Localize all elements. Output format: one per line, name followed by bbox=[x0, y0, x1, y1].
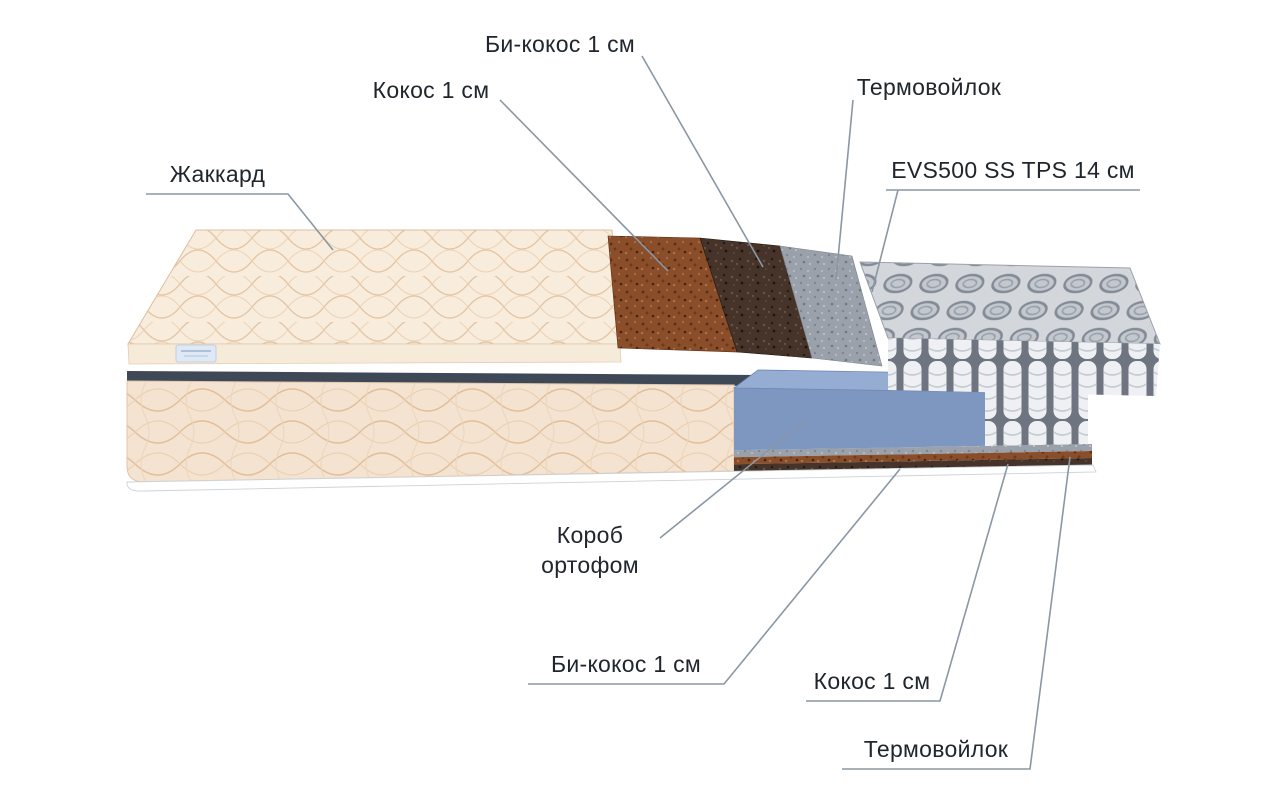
label-bi-coconut-bottom: Би-кокос 1 см bbox=[550, 651, 702, 677]
leader-bi-coconut-bottom bbox=[528, 468, 901, 685]
label-coconut-bottom: Кокос 1 см bbox=[813, 668, 931, 694]
quilt-cover-top bbox=[127, 229, 621, 345]
base-felt-strip bbox=[734, 444, 1092, 458]
base-coconut-strip bbox=[734, 451, 1092, 465]
leader-springs bbox=[871, 189, 1140, 293]
foam-box-front bbox=[734, 388, 985, 451]
upper-layer-stack bbox=[127, 229, 1161, 396]
leader-thermo-felt-bottom bbox=[842, 456, 1071, 770]
label-springs: EVS500 SS TPS 14 см bbox=[891, 157, 1135, 183]
label-thermo-felt-top: Термовойлок bbox=[856, 74, 1002, 100]
base-mattress bbox=[126, 369, 1097, 492]
leader-coconut-top bbox=[499, 99, 669, 272]
brand-tag bbox=[175, 344, 217, 363]
base-jacquard-side bbox=[126, 380, 735, 483]
label-foam-box: Короб ортофом bbox=[515, 520, 665, 580]
spring-block-top bbox=[859, 261, 1161, 345]
leader-thermo-felt-top bbox=[835, 99, 854, 281]
leader-jacquard bbox=[146, 193, 334, 251]
thermo-felt-layer-top bbox=[779, 245, 883, 367]
label-jacquard: Жаккард bbox=[169, 161, 266, 187]
base-bi-coconut-strip bbox=[734, 458, 1092, 472]
leader-coconut-bottom bbox=[806, 463, 1009, 702]
label-foam-box-line2: ортофом bbox=[541, 552, 639, 578]
base-bottom-piping bbox=[126, 464, 1097, 492]
spring-block-front bbox=[888, 338, 1160, 396]
base-springs-front bbox=[985, 388, 1088, 446]
leader-bi-coconut-top bbox=[641, 55, 764, 268]
label-thermo-felt-bottom: Термовойлок bbox=[863, 736, 1009, 762]
leader-foam-box bbox=[659, 419, 807, 539]
label-foam-box-line1: Короб bbox=[556, 522, 624, 548]
label-coconut-top: Кокос 1 см bbox=[372, 77, 490, 103]
label-bi-coconut-top: Би-кокос 1 см bbox=[484, 31, 636, 57]
quilt-cover-side bbox=[127, 343, 622, 365]
leader-lines bbox=[146, 55, 1140, 770]
